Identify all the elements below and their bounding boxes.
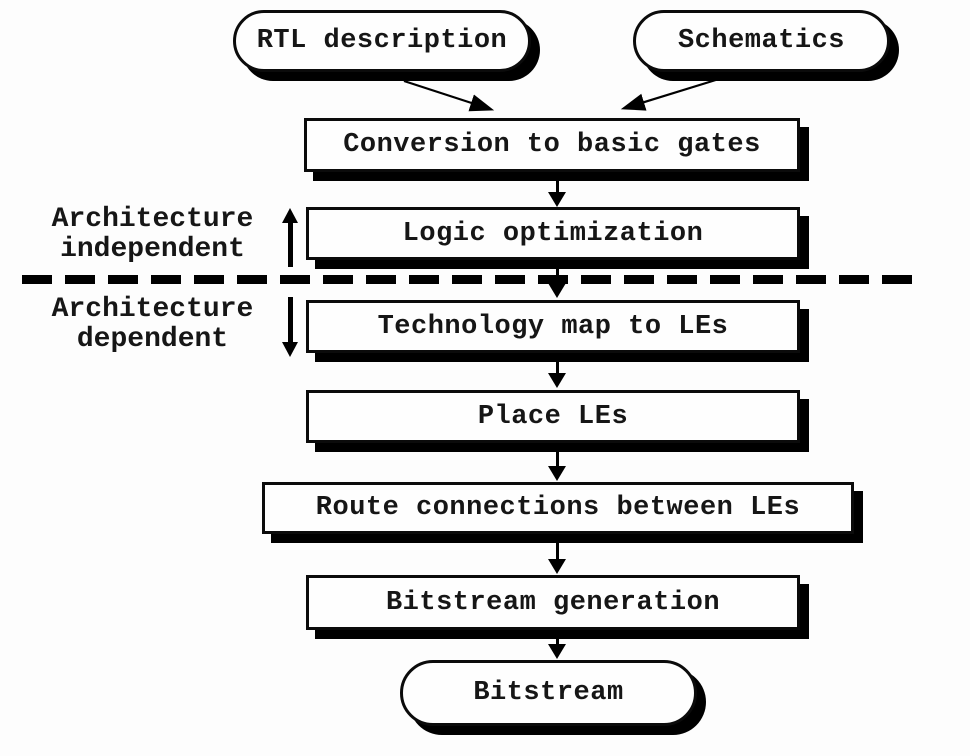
annotation-architecture-independent: Architecture independent [30,205,275,265]
node-place-les-label: Place LEs [477,401,629,432]
node-bitstream-generation-label: Bitstream generation [385,587,721,618]
node-route-connections: Route connections between LEs [262,482,854,534]
down-arrow-icon [547,181,567,207]
up-arrow-icon [280,208,300,267]
node-technology-map-label: Technology map to LEs [377,311,729,342]
node-rtl-description-label: RTL description [256,26,508,56]
annotation-dependent-line2: dependent [76,324,229,355]
node-place-les: Place LEs [306,390,800,443]
annotation-dependent-line1: Architecture [51,294,254,325]
down-arrow-icon [547,638,567,659]
node-rtl-description: RTL description [233,10,531,72]
down-arrow-icon [547,361,567,388]
node-conversion-to-basic-gates: Conversion to basic gates [304,118,800,172]
architecture-divider-line [22,275,912,284]
node-bitstream: Bitstream [400,660,697,726]
node-logic-optimization: Logic optimization [306,207,800,260]
node-schematics: Schematics [633,10,890,72]
down-arrow-icon [280,297,300,357]
down-arrow-icon [547,451,567,481]
node-schematics-label: Schematics [677,26,846,56]
node-logic-optimization-label: Logic optimization [402,218,704,249]
annotation-independent-line2: independent [60,234,245,265]
node-route-connections-label: Route connections between LEs [315,493,801,523]
node-conversion-label: Conversion to basic gates [343,130,761,160]
annotation-architecture-dependent: Architecture dependent [30,295,275,355]
node-bitstream-label: Bitstream [473,678,624,708]
annotation-independent-line1: Architecture [51,204,254,235]
node-technology-map-to-les: Technology map to LEs [306,300,800,353]
down-arrow-icon [547,542,567,574]
node-bitstream-generation: Bitstream generation [306,575,800,630]
